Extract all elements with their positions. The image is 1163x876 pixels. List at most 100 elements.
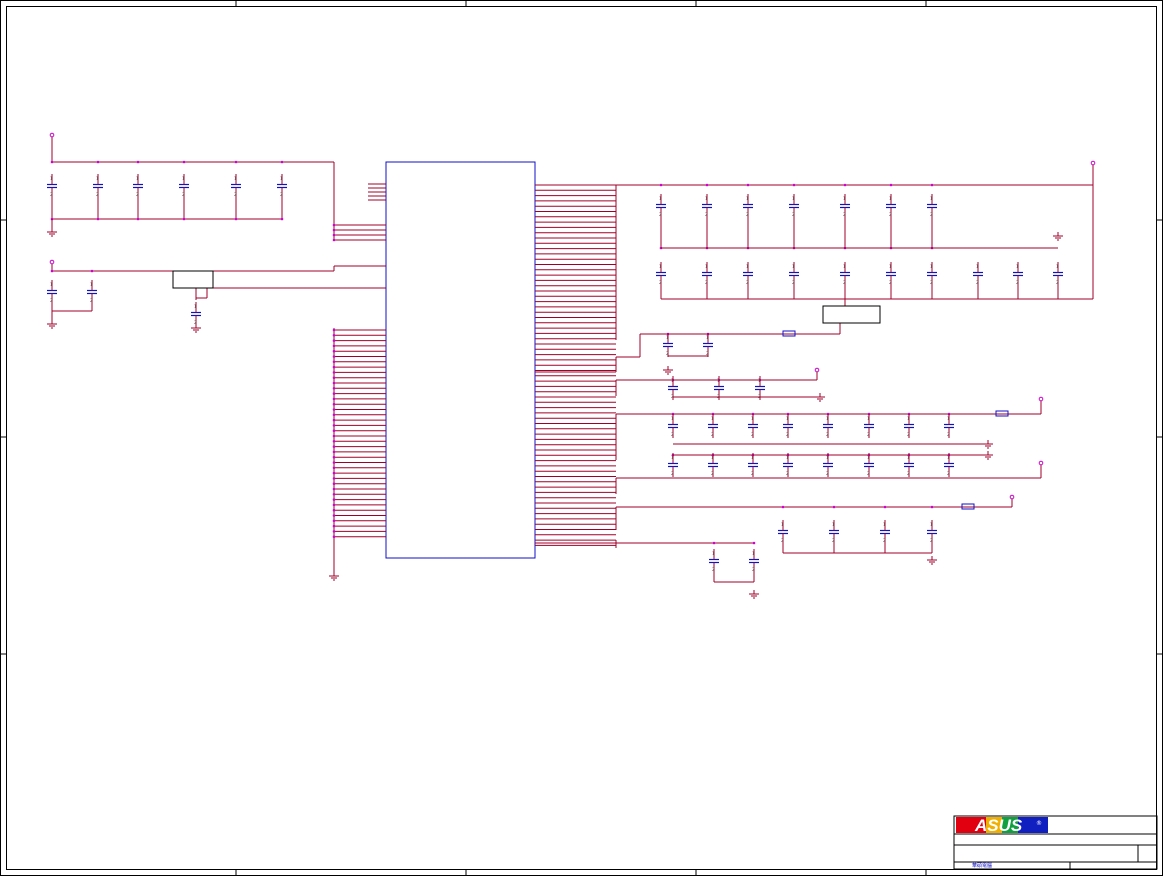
svg-text:1: 1 <box>781 522 784 527</box>
svg-text:2: 2 <box>930 280 933 285</box>
svg-text:2: 2 <box>832 538 835 543</box>
capacitor: 12 <box>904 414 914 438</box>
junction-dot <box>332 387 336 390</box>
svg-text:1: 1 <box>717 378 720 383</box>
capacitor: 12 <box>708 453 718 477</box>
svg-text:2: 2 <box>792 212 795 217</box>
svg-text:2: 2 <box>930 538 933 543</box>
svg-text:2: 2 <box>907 432 910 437</box>
junction-dot <box>234 217 238 221</box>
junction-dot <box>332 524 336 528</box>
junction-dot <box>332 498 336 501</box>
capacitor: 12 <box>880 520 890 544</box>
capacitor: 12 <box>668 453 678 477</box>
logo-text: ASUS <box>974 816 1023 835</box>
capacitor: 12 <box>973 262 983 286</box>
ground-symbol <box>191 324 201 333</box>
svg-text:2: 2 <box>659 212 662 217</box>
junction-dot <box>96 160 100 164</box>
svg-text:2: 2 <box>712 567 715 572</box>
capacitor: 12 <box>944 414 954 438</box>
junction-dot <box>182 217 186 221</box>
regulator-box <box>172 270 214 289</box>
junction-dot <box>96 217 100 221</box>
capacitor: 12 <box>823 453 833 477</box>
capacitor: 12 <box>789 262 799 286</box>
svg-text:1: 1 <box>671 455 674 460</box>
svg-text:2: 2 <box>711 471 714 476</box>
svg-text:1: 1 <box>826 416 829 421</box>
svg-text:2: 2 <box>792 280 795 285</box>
svg-text:2: 2 <box>705 212 708 217</box>
svg-text:2: 2 <box>976 280 979 285</box>
ground-symbol <box>47 228 57 237</box>
svg-text:2: 2 <box>90 298 93 303</box>
power-port <box>1038 460 1044 466</box>
svg-text:2: 2 <box>711 432 714 437</box>
svg-text:1: 1 <box>792 264 795 269</box>
junction-dot <box>332 402 336 406</box>
svg-text:2: 2 <box>1016 280 1019 285</box>
junction-dot <box>843 183 847 187</box>
svg-text:1: 1 <box>234 176 237 181</box>
capacitor: 12 <box>743 262 753 286</box>
svg-text:1: 1 <box>907 416 910 421</box>
capacitor: 12 <box>1013 262 1023 286</box>
junction-dot <box>50 269 54 273</box>
capacitor: 12 <box>743 194 753 218</box>
capacitor: 12 <box>748 453 758 477</box>
svg-text:1: 1 <box>758 378 761 383</box>
svg-text:1: 1 <box>751 416 754 421</box>
capacitor: 12 <box>133 174 143 198</box>
capacitor: 12 <box>47 174 57 198</box>
junction-dot <box>332 371 336 374</box>
logo-registered-mark: ® <box>1036 820 1042 827</box>
svg-text:1: 1 <box>843 264 846 269</box>
junction-dot <box>332 349 336 353</box>
svg-text:1: 1 <box>182 176 185 181</box>
svg-text:2: 2 <box>666 351 669 356</box>
junction-dot <box>889 183 893 187</box>
svg-text:1: 1 <box>711 455 714 460</box>
right-pin-bus <box>535 160 1096 546</box>
svg-text:1: 1 <box>930 264 933 269</box>
junction-dot <box>332 376 336 380</box>
junction-dot <box>332 440 336 443</box>
junction-dot <box>930 183 934 187</box>
title-block-company: 華碩電腦 <box>972 862 992 869</box>
svg-text:1: 1 <box>712 551 715 556</box>
svg-text:2: 2 <box>843 212 846 217</box>
capacitor: 12 <box>864 453 874 477</box>
svg-text:1: 1 <box>843 196 846 201</box>
svg-text:2: 2 <box>867 471 870 476</box>
junction-dot <box>746 183 750 187</box>
capacitor: 12 <box>87 280 97 304</box>
svg-text:2: 2 <box>947 432 950 437</box>
svg-text:1: 1 <box>50 176 53 181</box>
ground-symbol <box>983 440 993 449</box>
ground-symbol <box>927 556 937 565</box>
svg-text:2: 2 <box>671 432 674 437</box>
power-port <box>49 259 55 265</box>
svg-text:2: 2 <box>705 280 708 285</box>
svg-text:1: 1 <box>746 264 749 269</box>
junction-dot <box>332 418 336 422</box>
junction-dot <box>659 183 663 187</box>
capacitor: 12 <box>1053 262 1063 286</box>
power-port <box>814 367 820 373</box>
junction-dot <box>332 223 336 227</box>
capacitor: 12 <box>709 549 719 573</box>
svg-text:2: 2 <box>843 280 846 285</box>
junction-dot <box>332 344 336 348</box>
power-port <box>1009 494 1015 500</box>
svg-text:2: 2 <box>746 212 749 217</box>
capacitor: 12 <box>783 453 793 477</box>
svg-text:1: 1 <box>659 264 662 269</box>
capacitor: 12 <box>864 414 874 438</box>
power-port <box>1038 396 1044 402</box>
ground-symbol <box>749 590 759 599</box>
ferrite-bead <box>782 330 796 337</box>
svg-text:1: 1 <box>752 551 755 556</box>
